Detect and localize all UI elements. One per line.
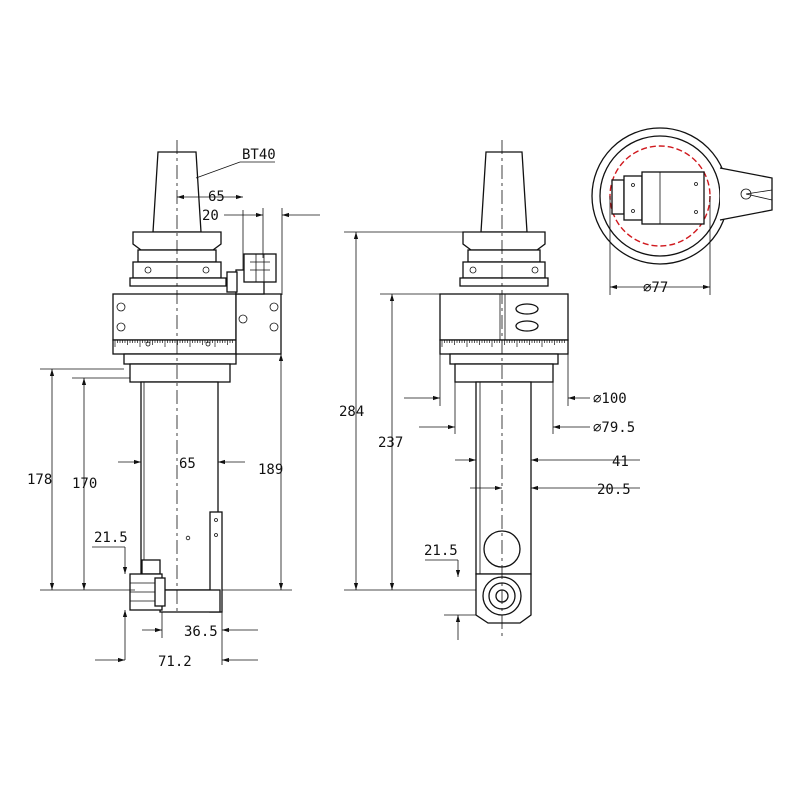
dim-dia-100: ∅100: [593, 391, 627, 407]
front-tool-nut: [141, 559, 161, 575]
front-view: [112, 151, 282, 613]
dim-71-2: 71.2: [158, 654, 192, 670]
side-housing: [439, 293, 569, 341]
front-spindle: [140, 381, 219, 591]
side-taper: [480, 151, 528, 233]
dim-178: 178: [27, 472, 52, 488]
holder-label: BT40: [242, 147, 276, 163]
dim-21-5-front: 21.5: [94, 530, 128, 546]
dim-65-mid: 65: [179, 456, 196, 472]
front-housing: [112, 293, 237, 341]
dim-21-5-side: 21.5: [424, 543, 458, 559]
dim-284: 284: [339, 404, 364, 420]
dim-65-top: 65: [208, 189, 225, 205]
front-dimensions: BT40 65 20 65 178 170 189 21.5: [27, 147, 320, 670]
top-view: ∅77: [591, 127, 773, 296]
dim-237: 237: [378, 435, 403, 451]
dim-189: 189: [258, 462, 283, 478]
dim-20: 20: [202, 208, 219, 224]
dim-170: 170: [72, 476, 97, 492]
front-dial-scale: [114, 340, 233, 347]
side-dimensions: 284 237 ∅100 ∅79.5 41 20.5 21.5: [339, 231, 640, 640]
dim-20-5: 20.5: [597, 482, 631, 498]
dim-dia-79-5: ∅79.5: [593, 420, 635, 436]
dim-41: 41: [612, 454, 629, 470]
side-view: [439, 151, 569, 624]
dim-dia-77: ∅77: [643, 280, 668, 296]
dim-36-5: 36.5: [184, 624, 218, 640]
